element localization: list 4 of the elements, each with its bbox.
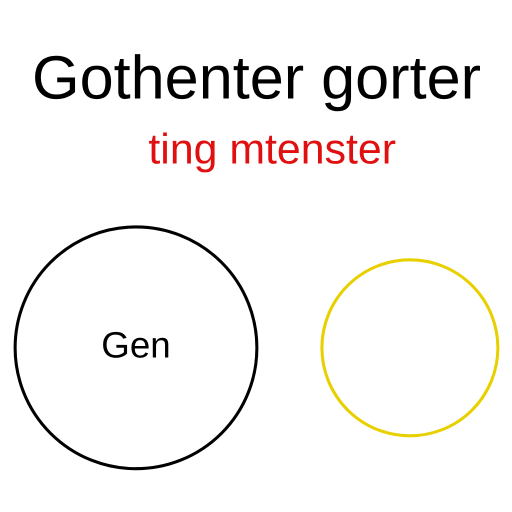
node-circle [320,258,499,438]
diagram-title: Gothenter gorter [32,43,480,112]
label: ting mtenster [148,125,396,174]
node-circle: Gen [13,225,258,470]
